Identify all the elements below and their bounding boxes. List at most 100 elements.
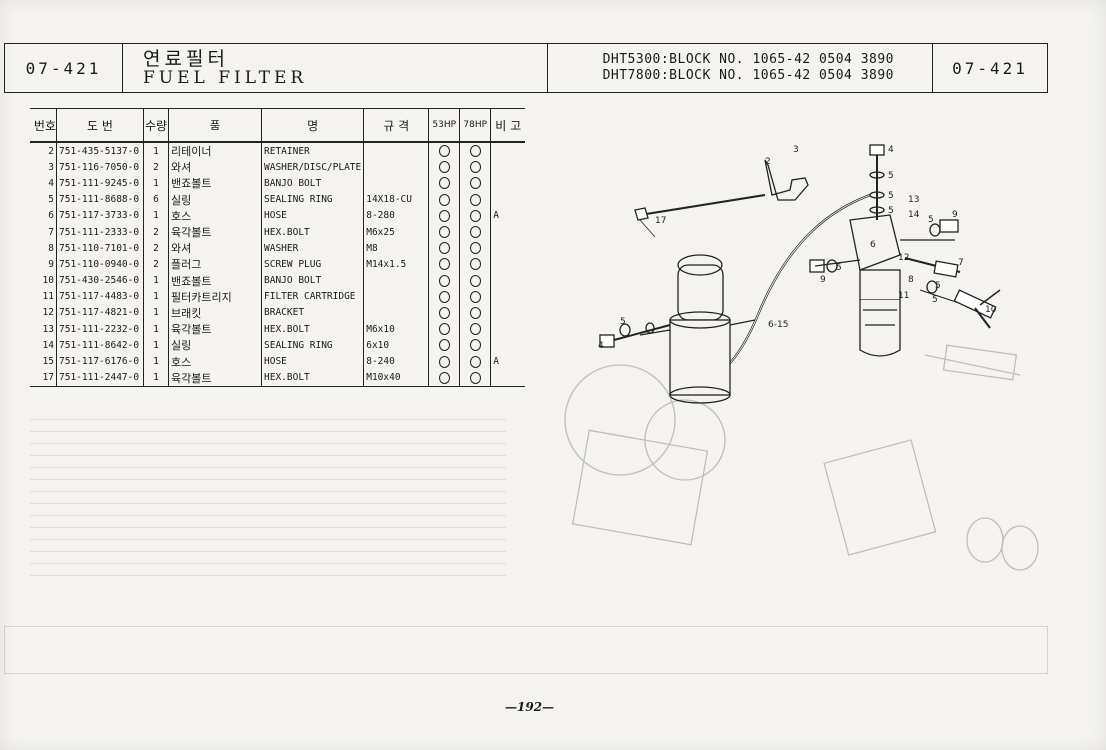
circle-mark-icon: [438, 339, 450, 352]
circle-mark-icon: [438, 258, 450, 271]
part-number: 751-117-3733-0: [56, 207, 144, 224]
row-number: 10: [30, 272, 57, 289]
remarks: [491, 321, 526, 337]
part-name-ko: 밴죠볼트: [168, 272, 262, 289]
quantity: 2: [143, 159, 169, 176]
remarks: [490, 369, 526, 387]
part-name-en: FILTER CARTRIDGE: [261, 288, 365, 305]
part-name-en: HEX.BOLT: [261, 223, 365, 241]
remarks: [491, 256, 526, 272]
part-number: 751-111-2447-0: [56, 369, 144, 387]
row-number: 7: [30, 223, 57, 241]
applies-78hp: [459, 272, 492, 289]
applies-53hp: [428, 337, 461, 354]
remarks: [491, 175, 526, 191]
circle-mark-icon: [469, 209, 481, 222]
quantity: 1: [143, 369, 169, 387]
part-number: 751-111-2232-0: [56, 321, 144, 338]
row-number: 3: [30, 159, 57, 176]
circle-mark-icon: [469, 177, 481, 190]
specification: 8-280: [363, 207, 430, 224]
callout-3: 3: [793, 145, 799, 155]
fuel-filter-diagram: 2 3 4 5 5 5 13 14 5 9 6 12 7 8 5 9 5 11 …: [564, 144, 1039, 571]
bracket-part: [764, 159, 809, 201]
part-number: 751-430-2546-0: [56, 272, 144, 289]
callout-4: 4: [888, 145, 894, 155]
remarks: [491, 289, 526, 305]
remarks: [491, 337, 526, 353]
applies-78hp: [459, 337, 492, 354]
applies-53hp: [428, 240, 461, 257]
specification: 8-240: [363, 353, 430, 370]
applies-78hp: [459, 288, 492, 305]
part-name-ko: 실링: [168, 337, 262, 354]
part-name-en: SCREW PLUG: [261, 256, 365, 273]
row-number: 15: [30, 353, 57, 370]
circle-mark-icon: [469, 355, 481, 368]
row-number: 9: [30, 256, 57, 273]
callout-6-15: 6-15: [768, 320, 788, 330]
circle-mark-icon: [438, 145, 450, 158]
remarks: A: [493, 356, 499, 368]
col-header-78hp: 78HP: [459, 108, 492, 143]
remarks: [491, 142, 526, 159]
circle-mark-icon: [438, 226, 450, 239]
circle-mark-icon: [438, 193, 450, 206]
quantity: 1: [143, 321, 169, 338]
part-name-ko: 리테이너: [168, 142, 262, 160]
specification: [363, 304, 430, 322]
bleed-through-table: [30, 408, 506, 608]
quantity: 1: [143, 142, 169, 160]
remarks: [491, 240, 526, 256]
applies-53hp: [428, 304, 461, 322]
col-header-spec: 규 격: [363, 108, 430, 143]
col-header-remarks: 비 고: [490, 108, 526, 143]
callout-12: 12: [898, 253, 909, 263]
specification: M6x10: [363, 321, 430, 338]
applies-78hp: [459, 175, 492, 192]
applies-78hp: [459, 142, 492, 160]
specification: M14x1.5: [363, 256, 430, 273]
col-header-name-ko: 품: [168, 108, 262, 143]
col-header-name-en: 명: [261, 108, 365, 143]
bleed-through-header: [4, 626, 1048, 674]
callout-7: 7: [958, 258, 964, 268]
remarks: [491, 192, 526, 208]
circle-mark-icon: [469, 306, 481, 319]
part-name-ko: 육각볼트: [168, 223, 262, 241]
section-code-right: 07-421: [952, 58, 1028, 78]
part-name-ko: 플러그: [168, 256, 262, 273]
callout-5e: 5: [935, 281, 941, 291]
section-title: 연료필터 FUEL FILTER: [123, 44, 548, 92]
block-line-2: DHT7800:BLOCK NO. 1065-42 0504 3890: [602, 68, 894, 83]
specification: [363, 288, 430, 305]
part-number: 751-435-5137-0: [56, 142, 144, 160]
circle-mark-icon: [438, 209, 450, 222]
callout-5a: 5: [888, 171, 894, 181]
specification: M6x25: [363, 223, 430, 241]
part-name-en: HEX.BOLT: [261, 321, 365, 338]
applies-78hp: [459, 207, 492, 224]
applies-78hp: [459, 353, 492, 370]
part-name-ko: 육각볼트: [168, 369, 262, 387]
row-number: 5: [30, 191, 57, 208]
row-number: 4: [30, 175, 57, 192]
page-header: 07-421 연료필터 FUEL FILTER DHT5300:BLOCK NO…: [4, 43, 1048, 93]
row-number: 2: [30, 142, 57, 160]
callout-11: 11: [898, 291, 909, 301]
row-number: 6: [30, 207, 57, 224]
applies-78hp: [459, 256, 492, 273]
applies-53hp: [428, 369, 461, 387]
part-name-en: BANJO BOLT: [261, 272, 365, 289]
circle-mark-icon: [469, 242, 481, 255]
circle-mark-icon: [469, 258, 481, 271]
callout-5d: 5: [928, 215, 934, 225]
part-name-ko: 브래킷: [168, 304, 262, 322]
callout-9a: 9: [952, 210, 958, 220]
part-name-en: BRACKET: [261, 304, 365, 322]
applies-53hp: [428, 207, 461, 224]
